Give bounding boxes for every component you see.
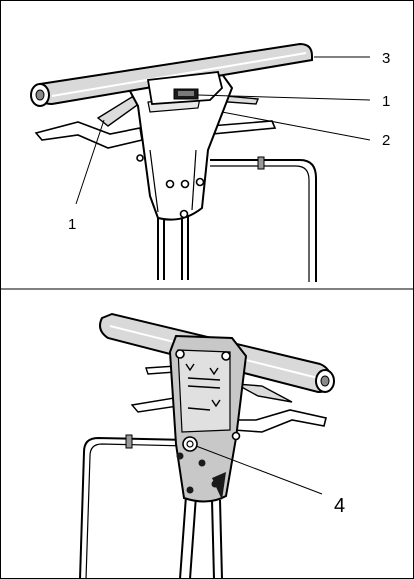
- bottom-cable-inner: [85, 443, 189, 579]
- bottom-right-trigger: [235, 383, 293, 403]
- callout-1-right-label: 1: [382, 93, 390, 110]
- bottom-handle-assembly: 4: [79, 312, 345, 579]
- bottom-plate-markings: [185, 363, 221, 411]
- bottom-shaft: [179, 495, 223, 579]
- top-switch-box: [146, 71, 223, 105]
- bottom-left-lever: [130, 397, 180, 413]
- callout-3-label: 3: [382, 50, 390, 67]
- top-cable-inner: [210, 165, 310, 282]
- bottom-leader-line: [195, 445, 323, 495]
- bottom-housing-screws: [175, 349, 241, 441]
- bottom-right-lever: [231, 409, 327, 433]
- top-right-lever: [208, 120, 277, 135]
- bottom-housing-plate: [177, 349, 231, 433]
- callout-4-label: 4: [334, 495, 345, 517]
- callout-2-label: 2: [382, 132, 390, 149]
- callout-1-left-label: 1: [68, 216, 76, 233]
- top-cable-clamp: [257, 156, 265, 170]
- top-handle-assembly: 3 1 2 1: [30, 42, 390, 282]
- top-cable: [210, 159, 317, 282]
- top-shaft: [157, 212, 189, 280]
- top-left-trigger: [96, 96, 142, 127]
- bottom-cable-clamp: [125, 434, 133, 449]
- top-left-lever: [34, 121, 143, 149]
- top-leader-lines: [75, 56, 371, 205]
- bottom-cable: [79, 436, 189, 579]
- top-housing-screws: [136, 154, 205, 219]
- bottom-housing-wedge: [212, 472, 226, 500]
- top-crossbar: [30, 42, 313, 107]
